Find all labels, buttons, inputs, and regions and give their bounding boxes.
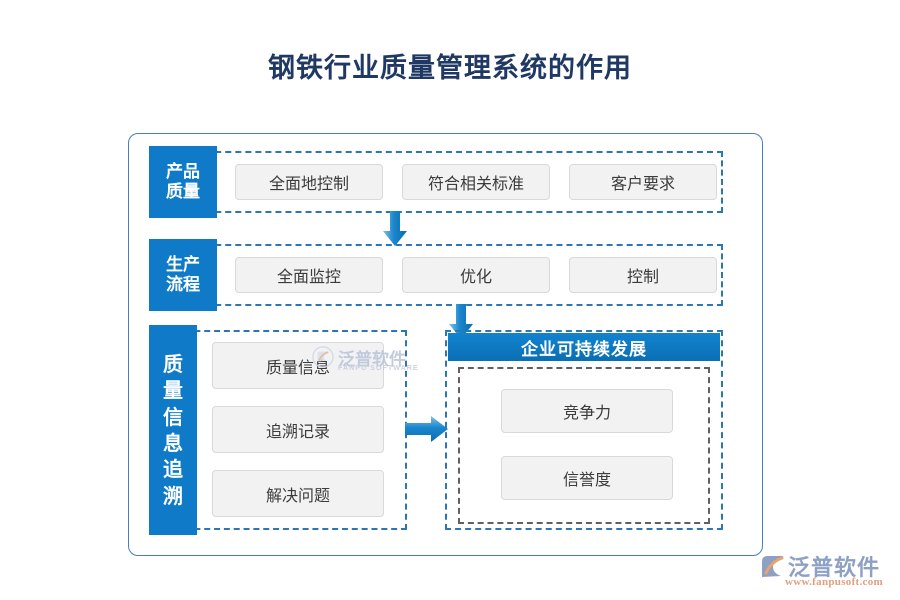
diagram-container: 产品 质量 全面地控制 符合相关标准 客户要求 生产 流程 全面监控 优化 控制 [128,133,763,556]
chip-traceability-3[interactable]: 解决问题 [212,470,384,517]
chip-production-2[interactable]: 优化 [402,257,550,293]
chip-production-3[interactable]: 控制 [569,257,717,293]
vert-label-char-3: 信 [163,404,183,429]
row-label-production-process: 生产 流程 [149,239,217,311]
fanpu-logo-icon [762,556,784,577]
vert-label-char-6: 溯 [163,483,183,508]
row-label-product-quality: 产品 质量 [149,146,217,218]
result-inner-box [458,367,710,524]
vert-label-char-1: 质 [163,351,183,376]
chip-traceability-1[interactable]: 质量信息 [212,342,384,389]
chip-production-1[interactable]: 全面监控 [235,257,383,293]
chip-result-2[interactable]: 信誉度 [501,456,673,500]
chip-product-quality-3[interactable]: 客户要求 [569,164,717,200]
chip-product-quality-2[interactable]: 符合相关标准 [402,164,550,200]
vert-label-char-2: 量 [163,378,183,403]
row-label-line1: 产品 [166,161,200,182]
block-label-quality-traceability: 质 量 信 息 追 溯 [149,325,197,535]
block-sustainable-development [445,330,723,530]
chip-product-quality-1[interactable]: 全面地控制 [235,164,383,200]
vert-label-char-5: 追 [163,457,183,482]
arrow-trace-to-result [405,415,449,443]
result-header: 企业可持续发展 [448,333,720,361]
vert-label-char-4: 息 [163,431,183,455]
row-label-line1: 生产 [166,254,200,275]
chip-traceability-2[interactable]: 追溯记录 [212,406,384,453]
row-label-line2: 流程 [166,275,200,295]
chip-result-1[interactable]: 竞争力 [501,389,673,433]
arrow-row1-to-row2 [382,211,408,247]
fanpu-logo-brand: 泛普软件 [788,556,881,581]
fanpu-logo: 泛普软件 www.fanpusoft.com [757,550,897,595]
row-label-line2: 质量 [166,182,200,202]
fanpu-logo-url: www.fanpusoft.com [785,576,883,588]
page-title: 钢铁行业质量管理系统的作用 [268,53,632,84]
